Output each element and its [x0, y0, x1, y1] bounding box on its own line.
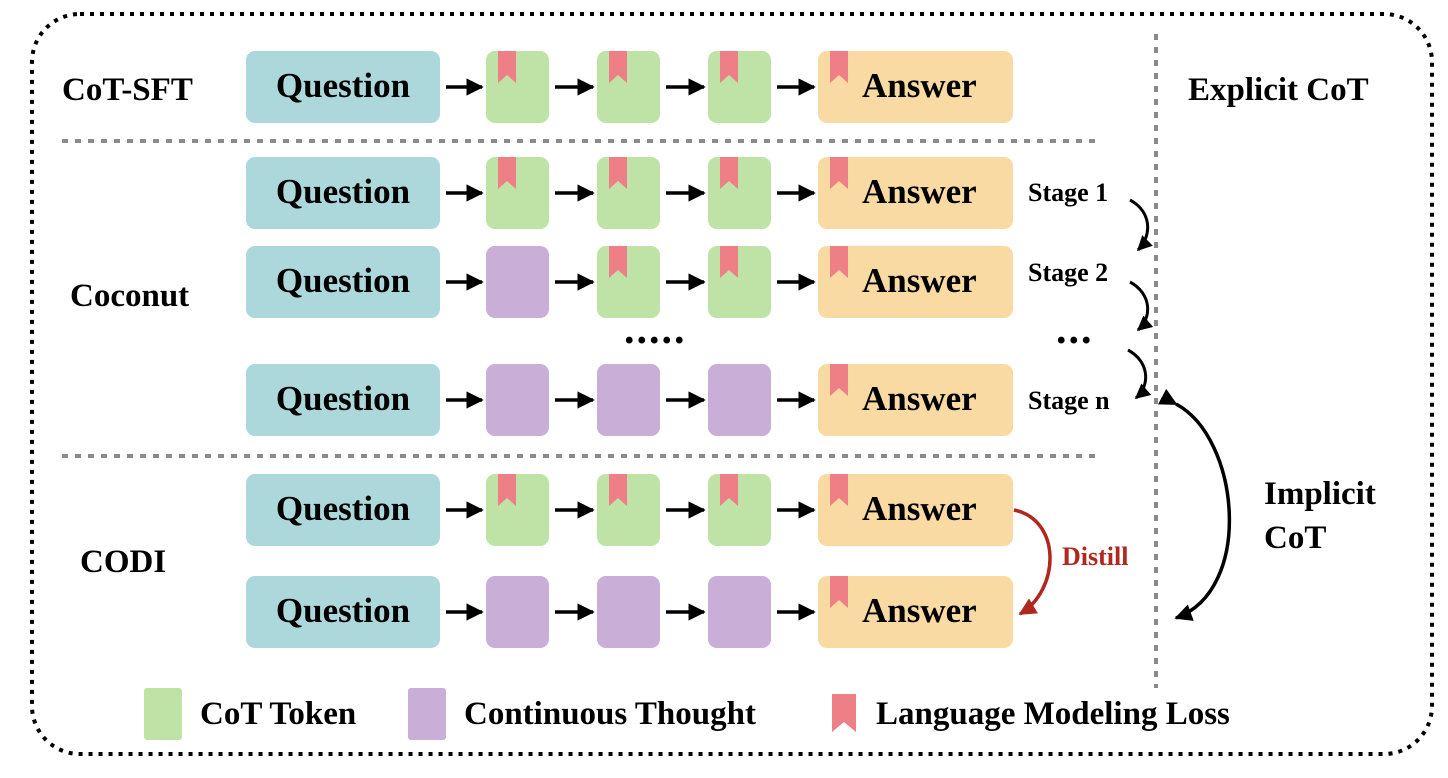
stage-arrow-3 — [1127, 348, 1152, 400]
lm-loss-bookmark-icon — [609, 474, 627, 506]
lm-loss-bookmark-icon — [609, 157, 627, 189]
answer-box: Answer — [818, 576, 1013, 648]
question-box: Question — [246, 157, 440, 229]
question-box: Question — [246, 51, 440, 123]
answer-label: Answer — [862, 379, 977, 419]
lm-loss-bookmark-icon — [830, 474, 848, 506]
question-label: Question — [275, 66, 411, 106]
legend-swatch-cot-token — [144, 688, 182, 740]
question-box: Question — [246, 364, 440, 436]
lm-loss-bookmark-icon — [609, 246, 627, 278]
answer-box: Answer — [818, 474, 1013, 546]
lm-loss-bookmark-icon — [498, 157, 516, 189]
ellipsis-stages: ... — [1056, 307, 1094, 353]
distill-label: Distill — [1062, 542, 1129, 571]
method-label-coconut: Coconut — [70, 278, 190, 314]
cot-token-box — [708, 474, 771, 546]
continuous-thought-box — [597, 364, 660, 436]
lm-loss-bookmark-icon — [720, 157, 738, 189]
cot-token-box — [597, 474, 660, 546]
lm-loss-bookmark-icon — [720, 474, 738, 506]
question-label: Question — [275, 379, 411, 419]
answer-box: Answer — [818, 364, 1013, 436]
implicit-cot-label-line1: Implicit — [1264, 476, 1376, 512]
cot-token-box — [708, 157, 771, 229]
continuous-thought-box — [486, 576, 549, 648]
cot-token-box — [708, 246, 771, 318]
cot-token-box — [597, 246, 660, 318]
question-box: Question — [246, 474, 440, 546]
cot-token-box — [486, 51, 549, 123]
legend-swatch-continuous-thought — [408, 688, 446, 740]
legend-label-lm-loss: Language Modeling Loss — [876, 696, 1230, 732]
legend-label-cot-token: CoT Token — [200, 696, 357, 732]
continuous-thought-box — [597, 576, 660, 648]
question-label: Question — [275, 261, 411, 301]
continuous-thought-box — [708, 364, 771, 436]
answer-label: Answer — [862, 591, 977, 631]
stage-arrow-1 — [1129, 198, 1153, 252]
legend-bookmark-icon — [832, 694, 856, 732]
answer-label: Answer — [862, 66, 977, 106]
answer-label: Answer — [862, 172, 977, 212]
question-box: Question — [246, 246, 440, 318]
lm-loss-bookmark-icon — [830, 157, 848, 189]
cot-token-box — [597, 157, 660, 229]
lm-loss-bookmark-icon — [830, 364, 848, 396]
cot-token-box — [486, 474, 549, 546]
stage-arrow-2 — [1129, 280, 1154, 332]
stage-label-n: Stage n — [1028, 386, 1110, 415]
distill-arrow — [1013, 508, 1052, 616]
question-box: Question — [246, 576, 440, 648]
method-label-cot-sft: CoT-SFT — [62, 72, 193, 108]
cot-token-box — [597, 51, 660, 123]
question-label: Question — [275, 172, 411, 212]
lm-loss-bookmark-icon — [498, 51, 516, 83]
answer-box: Answer — [818, 51, 1013, 123]
cot-token-box — [486, 157, 549, 229]
explicit-cot-label: Explicit CoT — [1188, 72, 1369, 108]
continuous-thought-box — [486, 364, 549, 436]
answer-box: Answer — [818, 157, 1013, 229]
lm-loss-bookmark-icon — [830, 246, 848, 278]
lm-loss-bookmark-icon — [609, 51, 627, 83]
continuous-thought-box — [486, 246, 549, 318]
outer-dotted-border — [30, 12, 1434, 756]
implicit-double-arrow — [1157, 388, 1231, 621]
lm-loss-bookmark-icon — [830, 51, 848, 83]
stage-label-1: Stage 1 — [1028, 178, 1109, 207]
question-label: Question — [275, 489, 411, 529]
answer-label: Answer — [862, 489, 977, 529]
implicit-cot-label-line2: CoT — [1264, 520, 1327, 556]
answer-box: Answer — [818, 246, 1013, 318]
lm-loss-bookmark-icon — [830, 576, 848, 608]
lm-loss-bookmark-icon — [720, 246, 738, 278]
legend-label-continuous-thought: Continuous Thought — [464, 696, 756, 732]
method-label-codi: CODI — [80, 544, 167, 580]
lm-loss-bookmark-icon — [498, 474, 516, 506]
question-label: Question — [275, 591, 411, 631]
continuous-thought-box — [708, 576, 771, 648]
answer-label: Answer — [862, 261, 977, 301]
cot-token-box — [708, 51, 771, 123]
lm-loss-bookmark-icon — [720, 51, 738, 83]
stage-label-2: Stage 2 — [1028, 258, 1109, 287]
